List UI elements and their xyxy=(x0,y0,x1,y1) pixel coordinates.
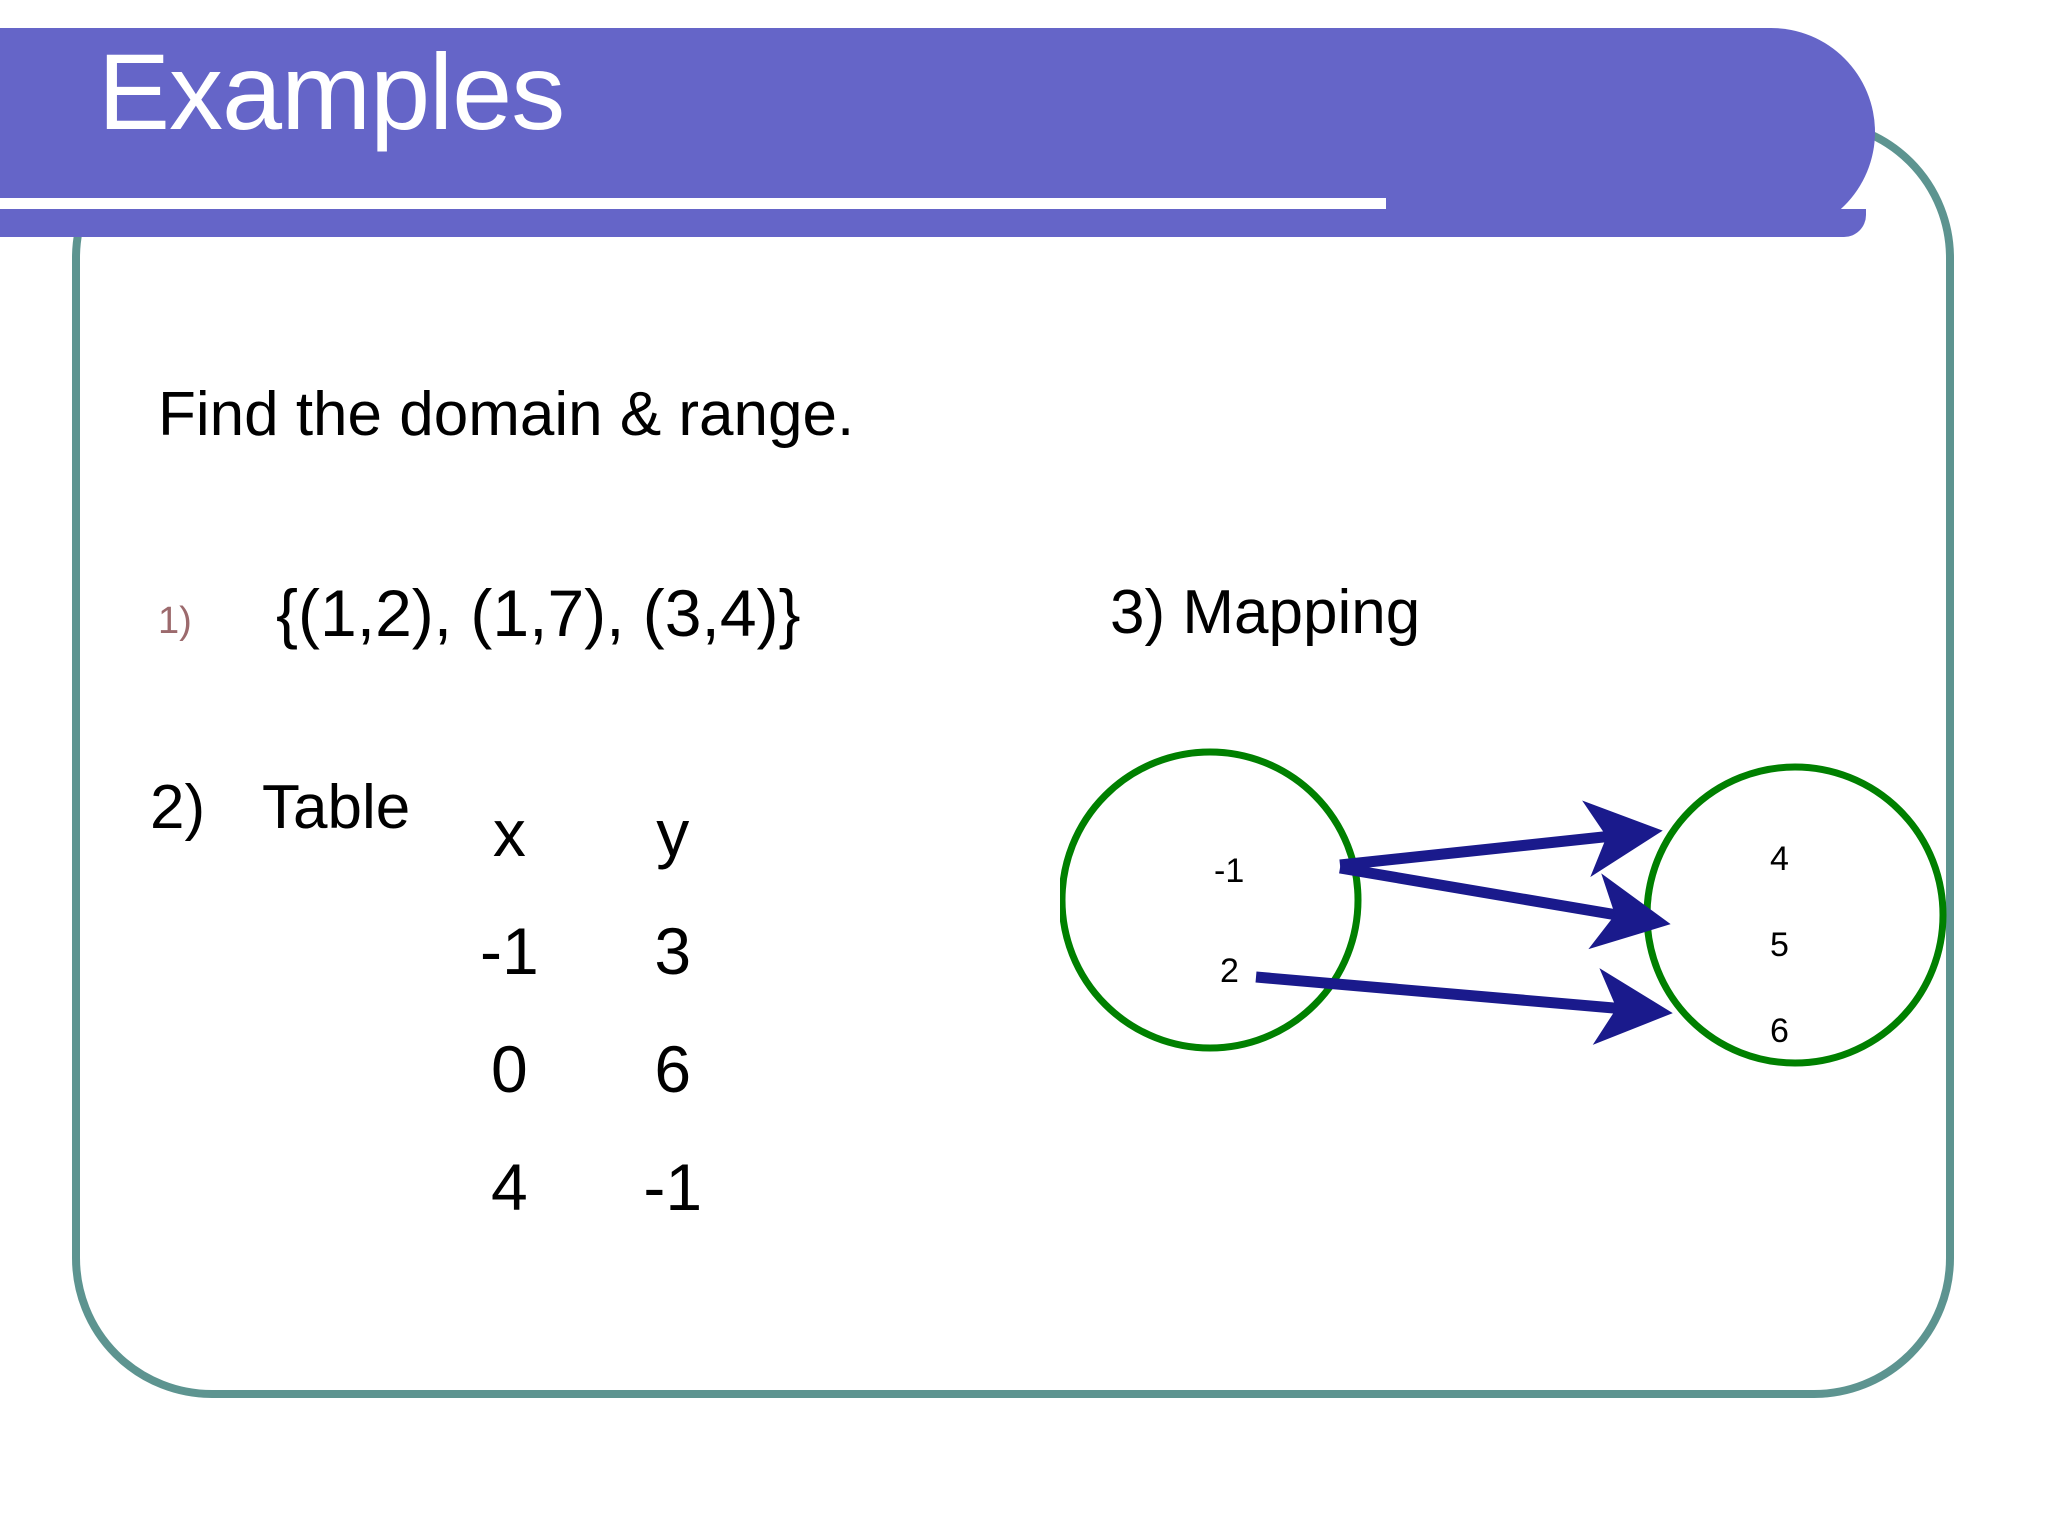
table-cell-x: 0 xyxy=(490,1032,528,1106)
table-header-y: y xyxy=(656,796,690,870)
list-item-1-text: {(1,2), (1,7), (3,4)} xyxy=(276,576,801,650)
mapping-diagram: -1 2 4 5 6 xyxy=(1060,700,2000,1080)
xy-table: x y -1 3 0 6 4 -1 xyxy=(480,800,715,1272)
list-item-1-marker: 1) xyxy=(158,600,192,642)
banner-mask xyxy=(0,0,1860,28)
mapping-arrow-2-to-6 xyxy=(1255,968,1673,1045)
mapping-diagram-svg xyxy=(1060,748,1947,1067)
table-cell-x: 4 xyxy=(490,1150,528,1224)
range-value-5: 5 xyxy=(1770,926,1789,964)
xy-table-grid: x y -1 3 0 6 4 -1 xyxy=(480,800,715,1272)
title-divider-rule xyxy=(0,198,1386,209)
prompt-text: Find the domain & range. xyxy=(158,380,855,449)
range-value-6: 6 xyxy=(1770,1012,1789,1050)
page-title: Examples xyxy=(98,31,565,152)
table-cell-y: 6 xyxy=(654,1032,692,1106)
mapping-arrow-neg1-to-5 xyxy=(1339,862,1671,950)
table-cell-x: -1 xyxy=(480,914,539,988)
list-item-3-label: 3) Mapping xyxy=(1110,578,1421,647)
table-cell-y: 3 xyxy=(654,914,692,988)
range-value-4: 4 xyxy=(1770,840,1789,878)
table-row: -1 3 xyxy=(480,918,715,1036)
table-cell-y: -1 xyxy=(643,1150,703,1224)
domain-value-neg1: -1 xyxy=(1214,852,1245,890)
mapping-arrow-neg1-to-4 xyxy=(1339,800,1663,878)
list-item-2-label: Table xyxy=(262,773,411,842)
table-row: 0 6 xyxy=(480,1036,715,1154)
domain-set-circle xyxy=(1060,748,1362,1052)
table-row: 4 -1 xyxy=(480,1154,715,1272)
table-header-x: x xyxy=(492,796,526,870)
list-item-2-marker: 2) xyxy=(150,773,206,842)
table-header-row: x y xyxy=(480,800,715,918)
title-banner-lower-strip xyxy=(0,209,1866,237)
range-set-circle xyxy=(1643,763,1947,1067)
domain-value-2: 2 xyxy=(1220,952,1239,990)
